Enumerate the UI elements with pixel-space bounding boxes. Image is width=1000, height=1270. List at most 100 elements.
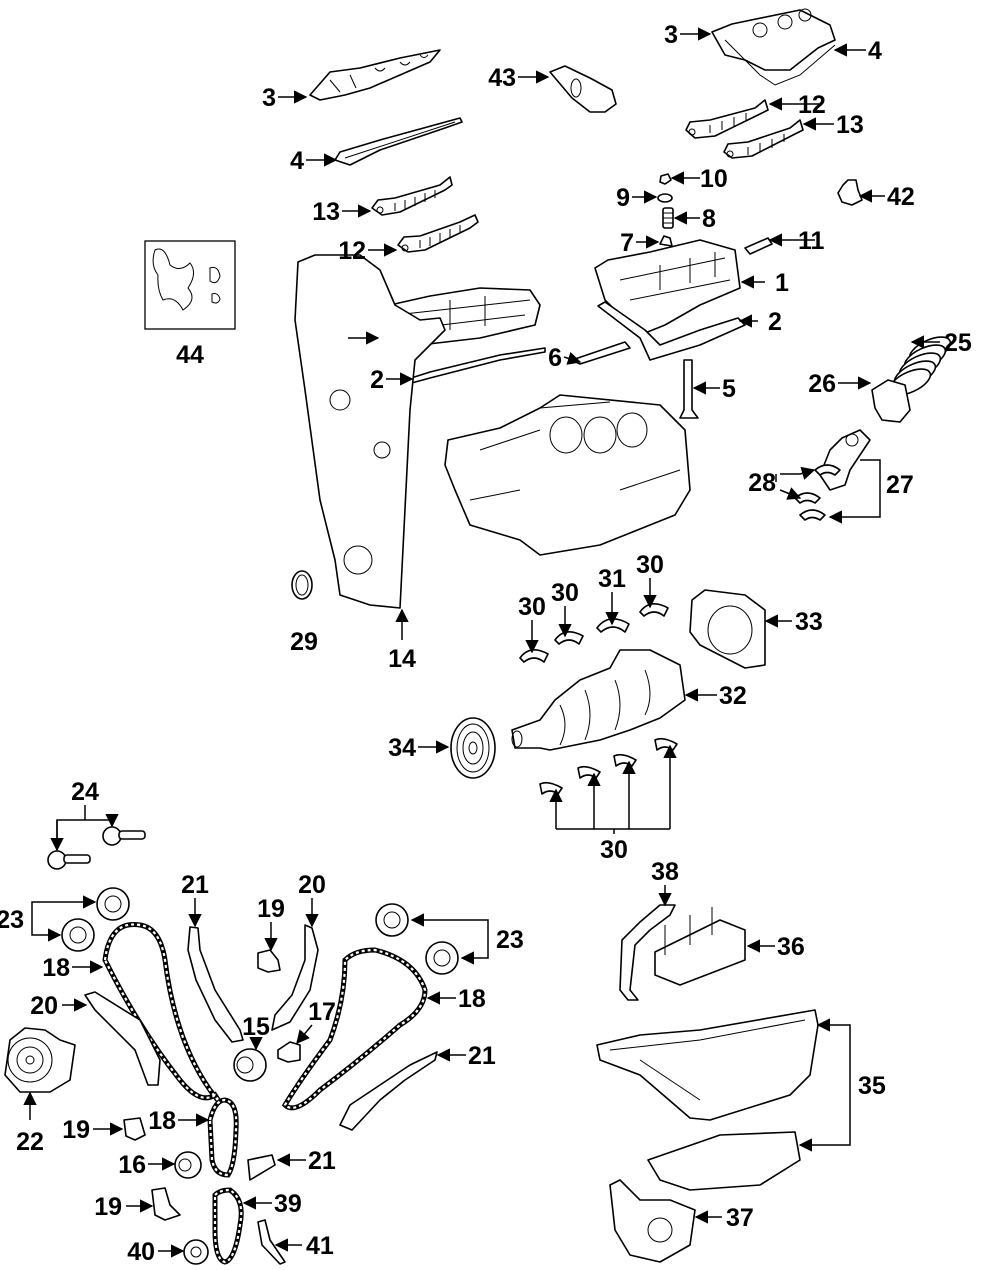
rocker-arm[interactable] [549, 65, 617, 113]
main-bearing-upper-4[interactable] [639, 603, 669, 617]
callout-1[interactable]: 1 [775, 269, 789, 297]
timing-guide-left-21[interactable] [187, 926, 244, 1043]
rod-bearings[interactable] [794, 464, 841, 521]
crankshaft[interactable] [511, 649, 686, 751]
engine-block[interactable] [444, 394, 691, 556]
head-gasket-right[interactable] [597, 301, 746, 361]
valve-keeper[interactable] [659, 173, 672, 185]
callout-30[interactable]: 30 [518, 593, 546, 621]
callout-12[interactable]: 12 [798, 91, 826, 119]
valve-seal[interactable] [659, 235, 673, 247]
crank-sprocket[interactable] [233, 1048, 267, 1082]
idler-sprocket[interactable] [174, 1151, 202, 1179]
callout-32[interactable]: 32 [719, 682, 747, 710]
connecting-rod[interactable] [819, 429, 871, 491]
timing-chain-right[interactable] [281, 947, 428, 1111]
callout-37[interactable]: 37 [726, 1204, 754, 1232]
callout-18[interactable]: 18 [458, 985, 486, 1013]
callout-4[interactable]: 4 [290, 147, 304, 175]
callout-31[interactable]: 31 [598, 565, 626, 593]
callout-34[interactable]: 34 [388, 734, 416, 762]
chain-guide-left-20[interactable] [84, 991, 161, 1086]
chain-tensioner-bottom[interactable] [151, 1187, 181, 1221]
callout-40[interactable]: 40 [127, 1238, 155, 1266]
callout-19[interactable]: 19 [94, 1193, 122, 1221]
callout-21[interactable]: 21 [181, 871, 209, 899]
callout-27[interactable]: 27 [886, 471, 914, 499]
callout-7[interactable]: 7 [620, 229, 634, 257]
valve-cover-right[interactable] [711, 8, 836, 86]
oil-pump[interactable] [609, 1179, 696, 1263]
callout-28[interactable]: 28 [748, 469, 776, 497]
callout-23[interactable]: 23 [0, 906, 24, 934]
callout-16[interactable]: 16 [118, 1151, 146, 1179]
camshaft-left-13[interactable] [371, 176, 453, 216]
chain-tensioner-mid[interactable] [123, 1117, 146, 1141]
rear-main-seal[interactable] [689, 589, 766, 669]
valve-cover-gasket-left[interactable] [334, 117, 463, 166]
front-seal[interactable] [291, 570, 313, 600]
callout-2[interactable]: 2 [370, 366, 384, 394]
callout-26[interactable]: 26 [808, 370, 836, 398]
callout-19[interactable]: 19 [257, 895, 285, 923]
oil-pan-lower[interactable] [647, 1131, 801, 1191]
callout-4[interactable]: 4 [868, 37, 882, 65]
callout-33[interactable]: 33 [795, 608, 823, 636]
oil-pump-chain[interactable] [212, 1187, 244, 1265]
callout-44[interactable]: 44 [176, 341, 204, 369]
callout-36[interactable]: 36 [777, 933, 805, 961]
cam-phaser-left-1[interactable] [96, 887, 130, 921]
valve-spring-retainer[interactable] [657, 193, 673, 203]
callout-25[interactable]: 25 [944, 329, 972, 357]
callout-41[interactable]: 41 [306, 1232, 334, 1260]
thrust-bearing[interactable] [596, 618, 630, 633]
main-bearing-lower-4[interactable] [654, 737, 678, 751]
callout-22[interactable]: 22 [16, 1128, 44, 1156]
camshaft-left-12[interactable] [397, 214, 479, 253]
intake-valve[interactable] [571, 341, 631, 365]
callout-10[interactable]: 10 [700, 165, 728, 193]
callout-21[interactable]: 21 [468, 1042, 496, 1070]
cam-phaser-right-1[interactable] [375, 903, 409, 937]
callout-3[interactable]: 3 [262, 84, 276, 112]
oil-pump-chain-guide[interactable] [257, 1219, 286, 1265]
timing-chain-left[interactable] [102, 921, 222, 1104]
callout-5[interactable]: 5 [722, 375, 736, 403]
callout-30[interactable]: 30 [551, 579, 579, 607]
callout-39[interactable]: 39 [274, 1190, 302, 1218]
exhaust-valve[interactable] [679, 359, 699, 419]
valve-spring[interactable] [662, 207, 674, 229]
camshaft-bolt-2[interactable] [102, 826, 146, 846]
timing-chain-center[interactable] [207, 1097, 239, 1178]
camshaft-right-12[interactable] [685, 99, 769, 139]
harmonic-balancer[interactable] [450, 717, 496, 779]
callout-18[interactable]: 18 [42, 954, 70, 982]
chain-guide-center-20[interactable] [271, 924, 319, 1031]
callout-17[interactable]: 17 [308, 998, 336, 1026]
callout-21[interactable]: 21 [308, 1147, 336, 1175]
callout-23[interactable]: 23 [496, 926, 524, 954]
camshaft-bolt-1[interactable] [47, 850, 91, 870]
timing-guide-small-21[interactable] [247, 1154, 276, 1181]
water-pump[interactable] [4, 1027, 76, 1093]
callout-24[interactable]: 24 [71, 778, 99, 806]
callout-38[interactable]: 38 [651, 858, 679, 886]
chain-tensioner-top[interactable] [257, 949, 281, 973]
cam-phaser-right-2[interactable] [425, 941, 459, 975]
main-bearing-lower-2[interactable] [577, 765, 601, 779]
callout-20[interactable]: 20 [30, 992, 58, 1020]
callout-29[interactable]: 29 [290, 628, 318, 656]
oil-pump-sprocket[interactable] [183, 1239, 209, 1265]
callout-6[interactable]: 6 [548, 344, 562, 372]
head-gasket-left[interactable] [404, 347, 546, 385]
callout-12[interactable]: 12 [338, 237, 366, 265]
cam-phaser-left-2[interactable] [61, 918, 95, 952]
callout-13[interactable]: 13 [836, 111, 864, 139]
gasket-kit-box[interactable] [144, 240, 236, 330]
callout-8[interactable]: 8 [702, 205, 716, 233]
piston[interactable] [871, 379, 911, 423]
camshaft-right-13[interactable] [723, 119, 804, 159]
callout-43[interactable]: 43 [488, 64, 516, 92]
callout-35[interactable]: 35 [858, 1072, 886, 1100]
callout-30[interactable]: 30 [636, 551, 664, 579]
